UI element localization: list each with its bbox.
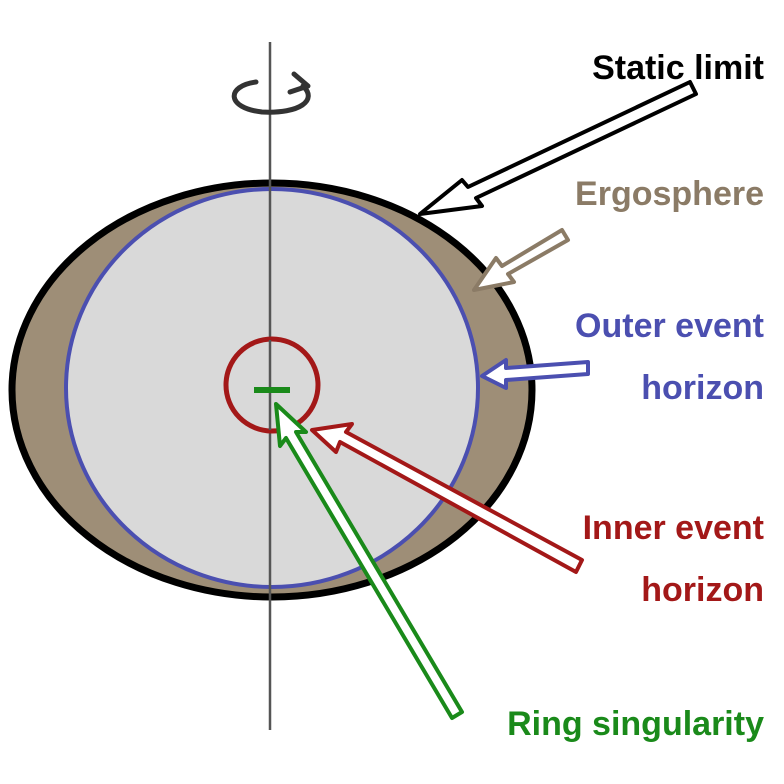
ring-singularity-arrow bbox=[274, 402, 464, 720]
ergosphere-arrow bbox=[472, 228, 570, 292]
outer-event-horizon-label-line1: Outer event bbox=[575, 307, 764, 345]
inner-event-horizon-arrow bbox=[310, 422, 584, 574]
inner-event-horizon-label-line1: Inner event bbox=[582, 509, 764, 547]
static-limit-label: Static limit bbox=[592, 49, 764, 87]
inner-event-horizon-circle bbox=[223, 336, 321, 434]
ergosphere-label: Ergosphere bbox=[575, 175, 764, 213]
inner-event-horizon-label-line2: horizon bbox=[641, 571, 764, 609]
rotation-arrow-icon bbox=[231, 71, 311, 115]
outer-event-horizon-label-line2: horizon bbox=[641, 369, 764, 407]
ring-singularity-label: Ring singularity bbox=[507, 705, 764, 743]
static-limit-arrow bbox=[418, 80, 698, 216]
outer-event-horizon-arrow bbox=[480, 358, 590, 390]
